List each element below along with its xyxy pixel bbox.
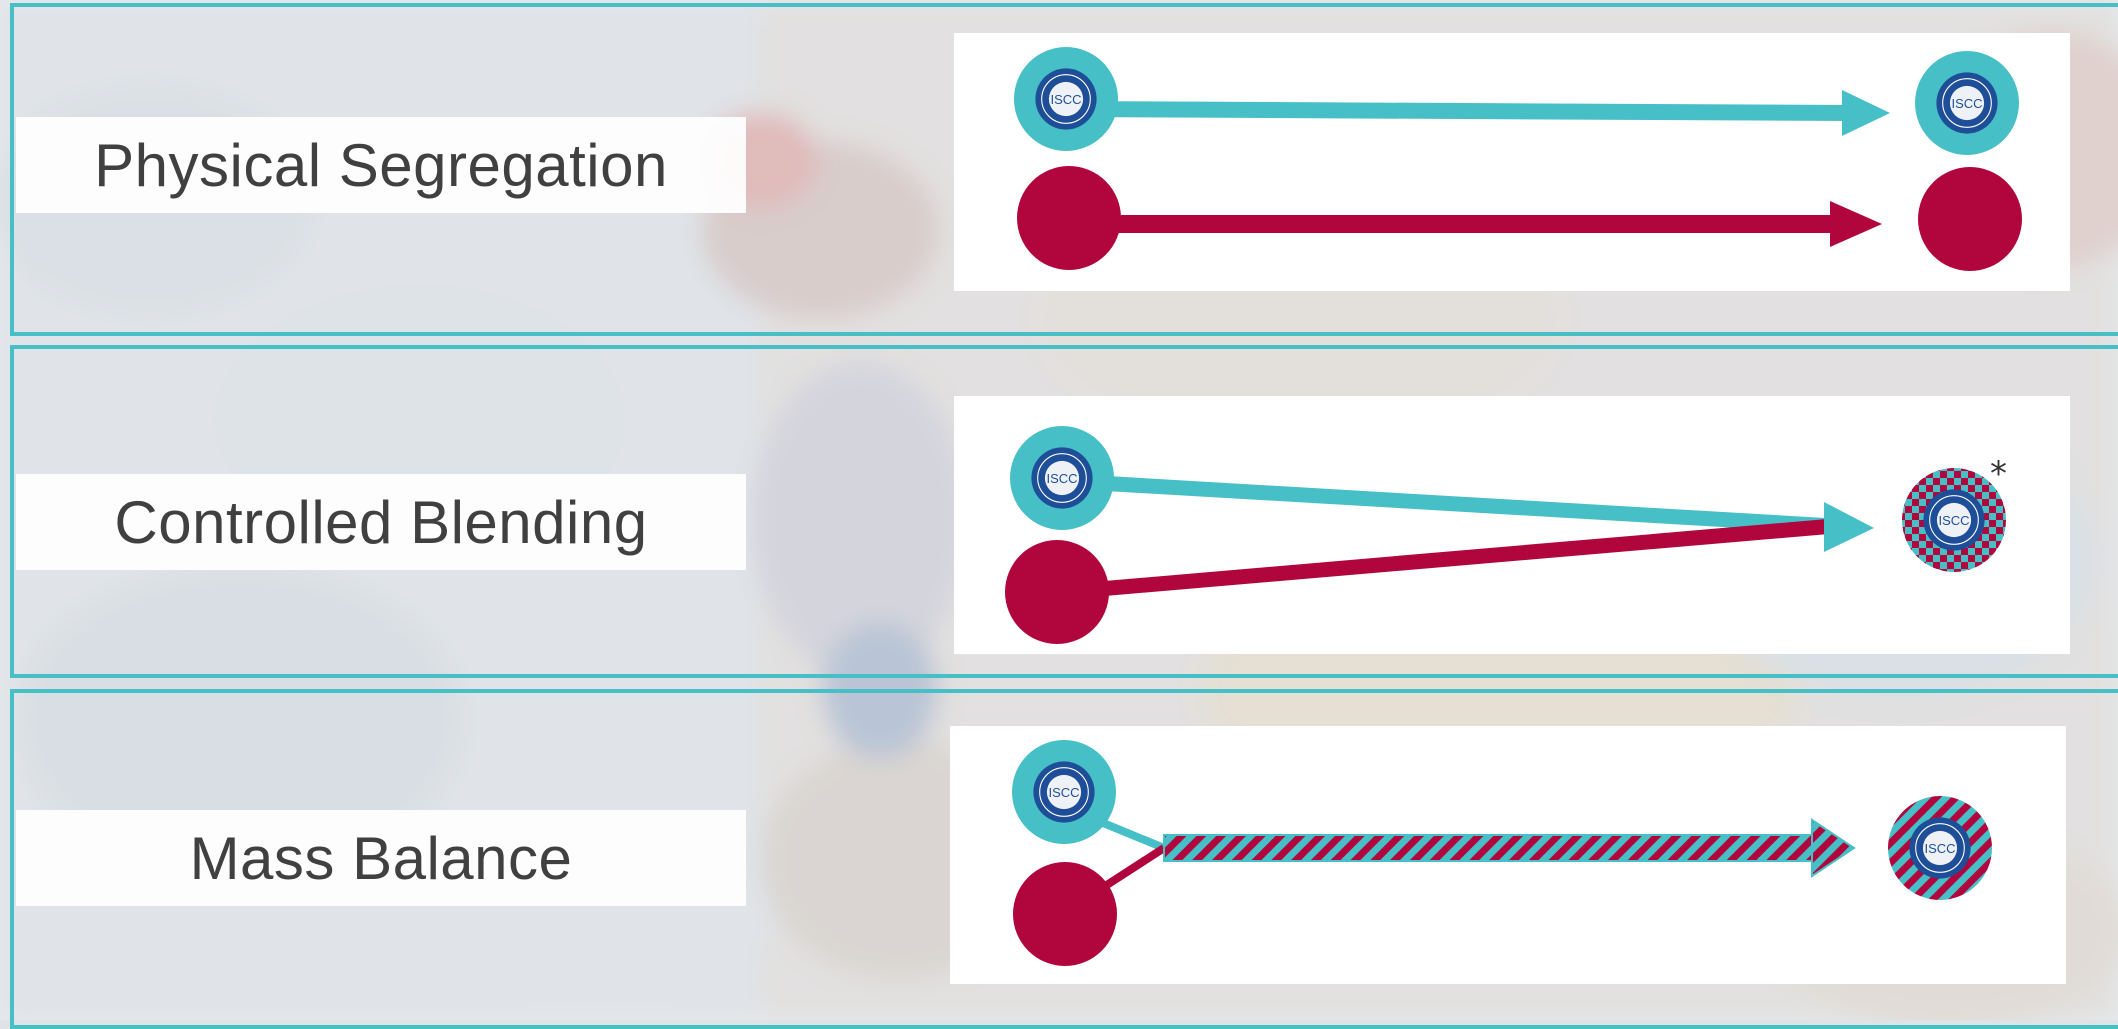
arrow-certified-blend: [1063, 473, 1835, 534]
section-title: Controlled Blending: [114, 488, 648, 556]
badge-text: ISCC: [1046, 471, 1077, 486]
conventional-input-dot: [1005, 540, 1109, 644]
badge-text: ISCC: [1050, 92, 1081, 107]
label-mass-balance: Mass Balance: [16, 810, 746, 906]
badge-text: ISCC: [1924, 841, 1955, 856]
badge-text: ISCC: [1938, 513, 1969, 528]
arrow-conventional: [1064, 201, 1882, 247]
panel-physical-segregation: ISCC ISCC: [954, 33, 2070, 291]
conventional-output-dot: [1918, 167, 2022, 271]
blend-arrowhead: [1824, 502, 1874, 552]
blended-output-badge: ISCC: [1902, 468, 2006, 572]
certified-input-badge: ISCC: [1012, 740, 1116, 844]
panel-mass-balance: ISCC ISCC: [950, 726, 2066, 984]
section-title: Mass Balance: [189, 824, 573, 892]
mass-balance-output-badge: ISCC: [1888, 796, 1992, 900]
certified-input-badge: ISCC: [1010, 426, 1114, 530]
label-controlled-blending: Controlled Blending: [16, 474, 746, 570]
label-physical-segregation: Physical Segregation: [16, 117, 746, 213]
arrow-conventional-blend: [1063, 518, 1835, 600]
band-physical-segregation: [10, 3, 2118, 336]
arrow-certified: [1063, 90, 1890, 136]
certified-input-badge: ISCC: [1014, 47, 1118, 151]
conventional-input-dot: [1013, 862, 1117, 966]
panel-controlled-blending: ISCC ISCC *: [954, 396, 2070, 654]
certified-output-badge: ISCC: [1915, 51, 2019, 155]
band-controlled-blending: [10, 345, 2118, 678]
section-title: Physical Segregation: [94, 131, 668, 199]
badge-text: ISCC: [1951, 96, 1982, 111]
footnote-marker: *: [1990, 454, 2007, 494]
arrow-mass-balance: [1163, 818, 1856, 878]
badge-text: ISCC: [1048, 785, 1079, 800]
conventional-input-dot: [1017, 166, 1121, 270]
